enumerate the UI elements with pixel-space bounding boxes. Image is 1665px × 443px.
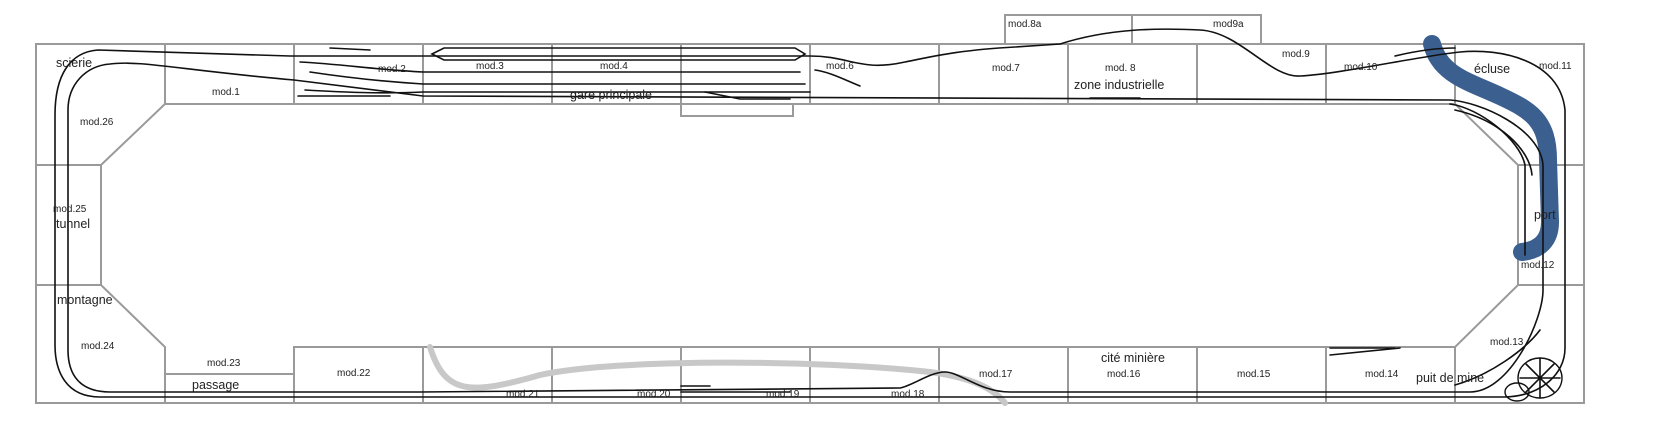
module-label: mod.7	[992, 63, 1020, 74]
module-label: mod.21	[506, 389, 540, 400]
module-label: mod.13	[1490, 337, 1524, 348]
module-outlines	[35, 14, 1585, 404]
place-scierie: scierie	[56, 56, 92, 70]
module-label: mod.10	[1344, 62, 1378, 73]
place-cite-miniere: cité minière	[1101, 351, 1165, 365]
place-port: port	[1534, 208, 1556, 222]
module-label: mod.4	[600, 61, 628, 72]
road	[427, 344, 1008, 406]
module-label: mod.9	[1282, 49, 1310, 60]
module-label: mod.17	[979, 369, 1013, 380]
place-gare-principale: gare principale	[570, 88, 652, 102]
module-label: mod.23	[207, 358, 241, 369]
module-label: mod.19	[766, 389, 800, 400]
module-5[interactable]	[680, 43, 811, 105]
module-label: mod.8a	[1008, 19, 1042, 30]
module-label: mod.14	[1365, 369, 1399, 380]
river	[1423, 35, 1559, 261]
module-3[interactable]	[422, 43, 553, 105]
module-label: mod.2	[378, 64, 406, 75]
module-label: mod.6	[826, 61, 854, 72]
module-label: mod.18	[891, 389, 925, 400]
module-label: mod. 8	[1105, 63, 1136, 74]
module-labels: mod.1 mod.2 mod.3 mod.4 mod.6 mod.7 mod.…	[53, 19, 1572, 400]
place-zone-industrielle: zone industrielle	[1074, 78, 1164, 92]
place-passage: passage	[192, 378, 239, 392]
place-ecluse: écluse	[1474, 62, 1510, 76]
module-5-extension[interactable]	[680, 103, 794, 117]
module-26[interactable]	[35, 43, 166, 166]
place-puit-de-mine: puit de mine	[1416, 371, 1484, 385]
module-13[interactable]	[1454, 284, 1585, 404]
module-8[interactable]	[1067, 43, 1198, 105]
module-label: mod.11	[1539, 61, 1572, 72]
module-label: mod.3	[476, 61, 504, 72]
track-plan	[54, 28, 1566, 402]
module-label: mod9a	[1213, 19, 1244, 30]
module-label: mod.25	[53, 204, 87, 215]
module-label: mod.26	[80, 117, 114, 128]
module-label: mod.22	[337, 368, 371, 379]
module-label: mod.12	[1521, 260, 1555, 271]
module-label: mod.20	[637, 389, 671, 400]
module-label: mod.24	[81, 341, 115, 352]
module-label: mod.16	[1107, 369, 1141, 380]
module-label: mod.1	[212, 87, 240, 98]
place-labels: scierie gare principale zone industriell…	[56, 56, 1556, 392]
place-montagne: montagne	[57, 293, 113, 307]
place-tunnel: tunnel	[56, 217, 90, 231]
module-label: mod.15	[1237, 369, 1271, 380]
